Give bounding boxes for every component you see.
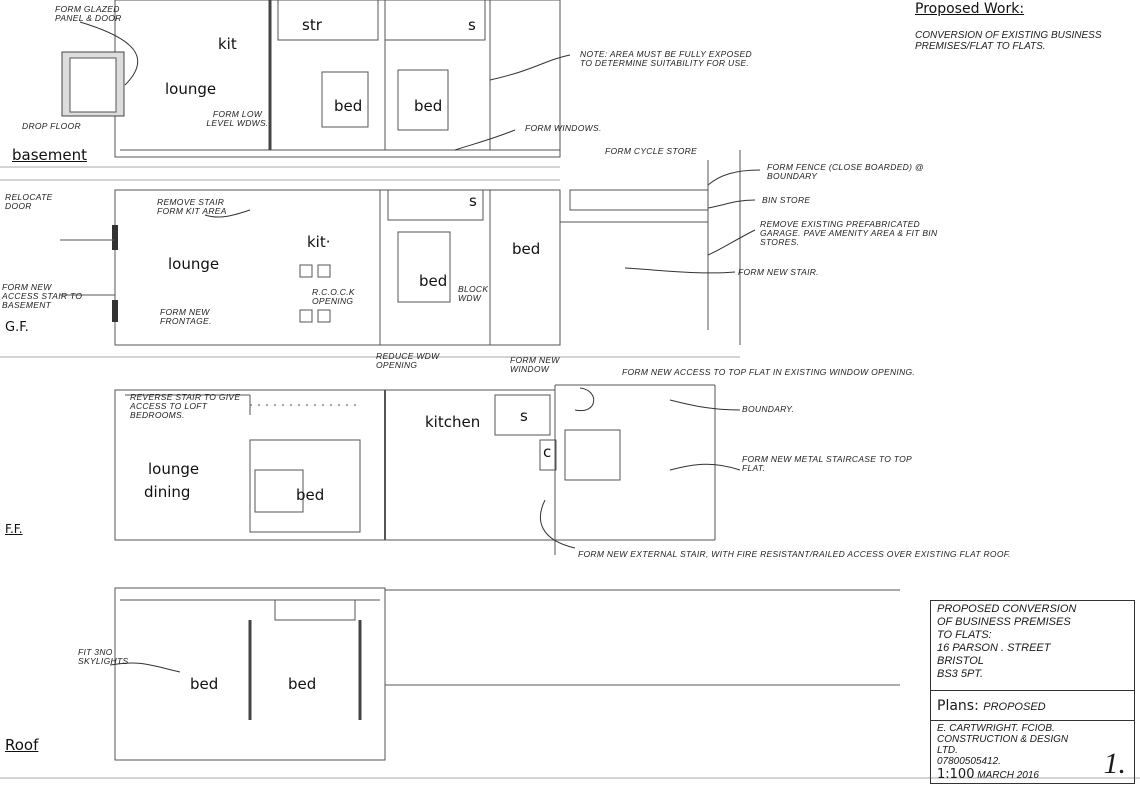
note-low-level-windows: Form low level wdws. [206,109,269,128]
room-label: lounge [165,80,217,98]
room-label: kitchen [425,413,481,431]
note-remove-stair: Remove stair form kit area [157,197,227,216]
note-reverse-stair: Reverse stair to give access to loft bed… [130,392,241,420]
room-label: c [543,443,552,461]
note-bin-store: Bin store [762,195,811,205]
level-label-ground: G.F. [5,320,29,335]
note-new-window: Form new window [510,355,560,374]
level-label-roof: Roof [5,736,39,754]
author-line: Construction & Design [937,734,1069,745]
room-label: lounge [168,255,220,273]
basement-plan [0,0,561,181]
note-area-exposed: Note: area must be fully exposed to dete… [580,49,752,68]
room-label: str [302,16,322,34]
room-label: s [469,192,477,210]
note-rsj-opening: R.C.O.C.K opening [312,287,355,306]
room-label: bed [419,272,448,290]
note-reduce-opening: Reduce wdw opening [376,351,440,370]
room-label: bed [288,675,317,693]
title-block-plans: Plans: Proposed [931,691,1134,721]
level-label-first: F.F. [5,522,23,536]
room-label: bed [296,486,325,504]
first-floor-plan [114,384,716,555]
note-cycle-store: Form cycle store [605,146,698,156]
title-block-author: E. Cartwright. FCIOB. Construction & Des… [931,721,1134,783]
project-line: BS3 5PT. [937,668,984,680]
level-label-basement: basement [12,146,87,164]
room-label: dining [144,483,191,501]
room-label: bed [414,97,443,115]
title-block-project: Proposed conversion of business premises… [931,601,1134,691]
room-label: bed [334,97,363,115]
annotation-leaders [79,21,761,673]
room-label: bed [512,240,541,258]
project-line: of business premises [937,616,1071,628]
plans-label: Plans: [937,698,979,714]
author-line: 07800505412. [937,756,1001,767]
note-new-frontage: Form new frontage. [160,307,212,326]
note-skylights: Fit 3no skylights [78,647,129,666]
project-line: Proposed conversion [937,603,1077,615]
author-line: E. Cartwright. FCIOB. [937,723,1055,734]
note-relocate-door: Relocate door [5,192,53,211]
proposed-work-heading: Proposed Work: [915,1,1025,17]
sheet-number: 1. [1103,747,1127,780]
note-external-stair: Form new external stair, with fire resis… [578,549,1011,559]
project-line: 16 Parson . street [937,642,1051,654]
room-label: s [468,16,476,34]
proposed-work-description: Conversion of existing business premises… [915,30,1102,52]
project-line: to flats: [937,629,992,641]
roof-plan [0,587,1140,779]
plans-value: Proposed [983,701,1046,713]
note-top-flat-access: Form new access to top flat in existing … [622,367,916,377]
room-label: kit· [307,233,331,251]
note-form-windows: Form windows. [525,123,602,133]
project-line: Bristol [937,655,984,667]
note-fence: Form fence (close boarded) @ boundary [767,162,924,181]
note-glazed-panel: Form glazed panel & door [55,4,122,23]
note-drop-floor: Drop floor [22,121,81,131]
ground-floor-plan [0,150,741,358]
note-remove-garage: Remove existing prefabricated garage. Pa… [760,219,938,247]
note-access-stair: Form new access stair to basement [2,282,83,310]
title-block: Proposed conversion of business premises… [930,600,1135,784]
note-block-window: Block wdw [458,284,489,303]
scale-value: 1:100 [937,767,975,782]
note-new-stair: Form new stair. [738,267,819,277]
author-line: Ltd. [937,745,958,756]
drawing-date: March 2016 [977,770,1039,781]
room-label: lounge [148,460,200,478]
room-label: bed [190,675,219,693]
note-boundary: Boundary. [742,404,795,414]
room-label: s [520,407,528,425]
note-metal-staircase: Form new metal staircase to top flat. [742,454,912,473]
room-label: kit [218,35,237,53]
